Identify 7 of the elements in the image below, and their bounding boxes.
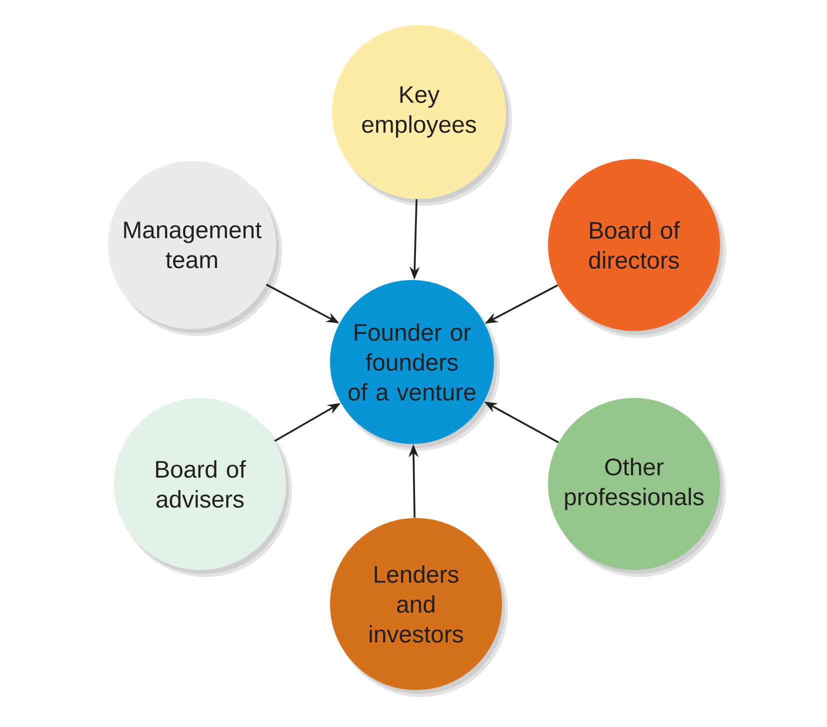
- circle-node: Lenders and investors: [330, 518, 508, 697]
- circle-node: Key employees: [332, 25, 512, 206]
- circle-node: Board of advisers: [114, 398, 292, 577]
- circle-node: Founder or founders of a venture: [330, 280, 500, 451]
- circle-node: Board of directors: [548, 158, 726, 338]
- circle-node: Management team: [108, 160, 282, 336]
- circle-node: Other professionals: [548, 398, 726, 577]
